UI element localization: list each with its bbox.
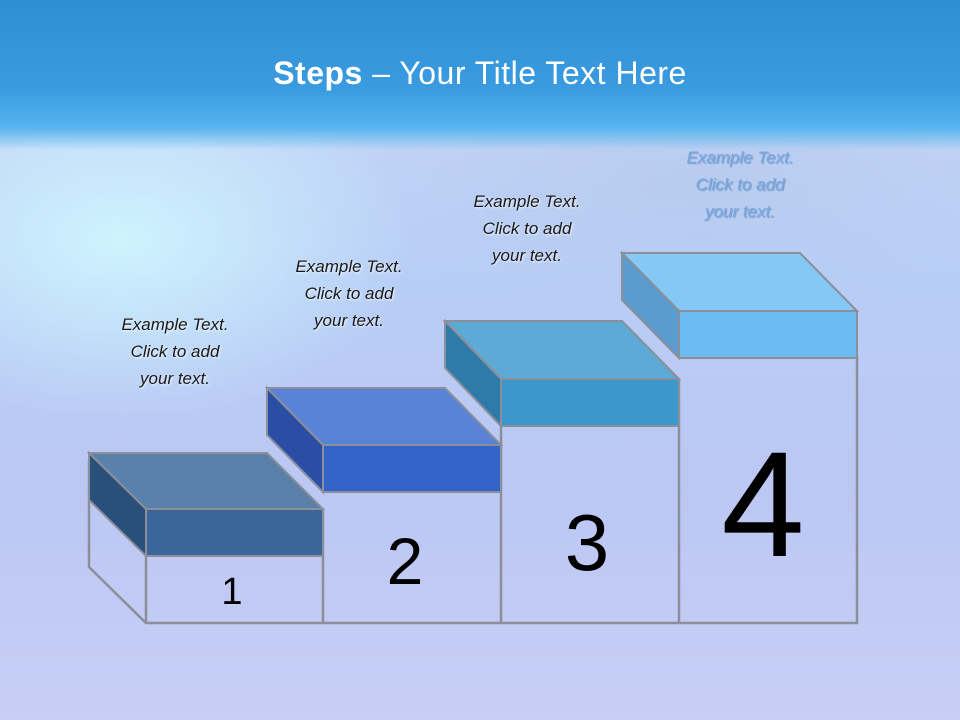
caption-line: Click to add: [482, 219, 572, 238]
step-number-3: 3: [565, 498, 610, 587]
step-number-2: 2: [387, 524, 424, 598]
caption-line: your text.: [492, 246, 562, 265]
caption-line: Example Text.: [295, 257, 403, 276]
step-block-4[interactable]: [619, 250, 860, 361]
step-block-2[interactable]: [264, 385, 504, 495]
step-block-1[interactable]: [86, 450, 326, 559]
caption-line: Example Text.: [686, 148, 794, 167]
step-caption-3[interactable]: Example Text. Click to add your text.: [437, 188, 617, 269]
caption-line: your text.: [140, 369, 210, 388]
caption-line: Click to add: [130, 342, 220, 361]
background-glow: [0, 120, 960, 720]
caption-line: your text.: [314, 311, 384, 330]
caption-line: Example Text.: [473, 192, 581, 211]
caption-line: your text.: [705, 202, 775, 221]
caption-line: Click to add: [695, 175, 785, 194]
title-rest: – Your Title Text Here: [362, 55, 687, 91]
step-caption-1[interactable]: Example Text. Click to add your text.: [85, 311, 265, 392]
step-number-1: 1: [221, 571, 242, 613]
slide-title[interactable]: Steps – Your Title Text Here: [0, 55, 960, 92]
caption-line: Example Text.: [121, 315, 229, 334]
caption-line: Click to add: [304, 284, 394, 303]
title-bold: Steps: [273, 55, 363, 91]
step-caption-4[interactable]: Example Text. Click to add your text.: [650, 144, 830, 225]
step-block-3[interactable]: [442, 318, 682, 429]
step-number-4: 4: [721, 420, 804, 588]
title-band: [0, 0, 960, 150]
step-caption-2[interactable]: Example Text. Click to add your text.: [259, 253, 439, 334]
